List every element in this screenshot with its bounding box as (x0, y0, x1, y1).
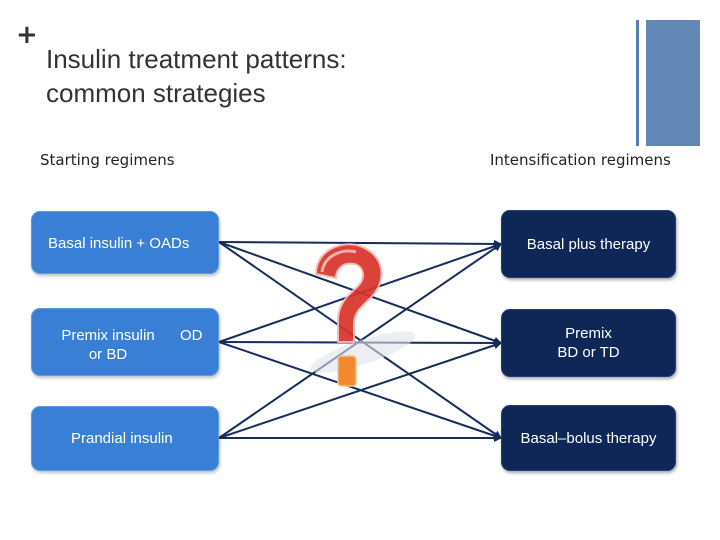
accent-bar-thick (646, 20, 700, 146)
start-box-label: Basal insulin + OADs (48, 235, 190, 252)
accent-bar-thin (636, 20, 639, 146)
plus-icon: + (16, 20, 38, 50)
starting-regimens-heading: Starting regimens (40, 151, 175, 169)
start-box-label: Premix insulin (61, 327, 155, 344)
start-box-premix[interactable]: Premix insulin or BD OD (31, 308, 219, 376)
intensify-box-label: Premix BD or TD (557, 325, 620, 361)
question-mark-icon (310, 243, 416, 387)
start-box-label: Prandial insulin (71, 430, 173, 447)
connection-arrow (218, 341, 502, 439)
connection-arrow (218, 239, 502, 248)
slide-title: Insulin treatment patterns: common strat… (46, 44, 347, 108)
start-box-suffix: OD (180, 327, 203, 344)
intensify-box-label: Basal plus therapy (526, 235, 651, 253)
intensify-box-basal-plus[interactable]: Basal plus therapy (501, 210, 676, 278)
intensify-box-basal-bolus[interactable]: Basal–bolus therapy (501, 405, 676, 471)
start-box-prandial[interactable]: Prandial insulin (31, 406, 219, 471)
start-box-basal-oads[interactable]: Basal insulin + OADs (31, 211, 219, 274)
intensification-regimens-heading: Intensification regimens (490, 151, 671, 169)
intensify-box-label: Basal–bolus therapy (520, 429, 657, 447)
intensify-box-premix[interactable]: Premix BD or TD (501, 309, 676, 377)
start-box-label-line2: or BD (88, 346, 128, 363)
